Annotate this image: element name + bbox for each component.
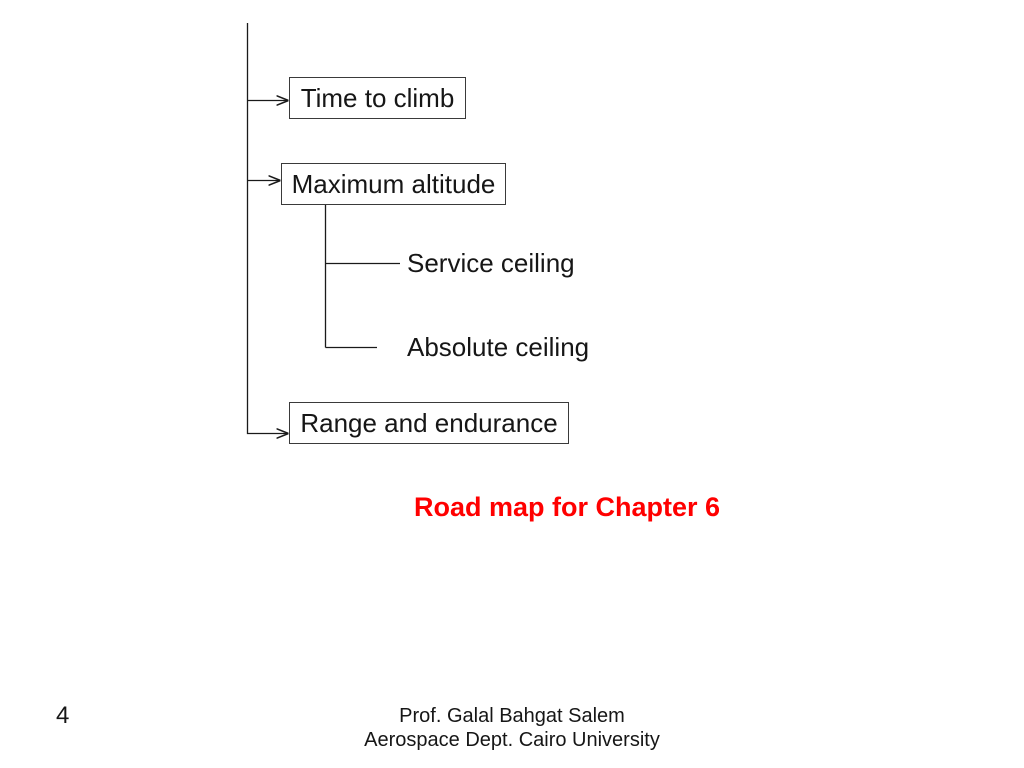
- time-to-climb-label: Time to climb: [300, 82, 455, 113]
- footer-credit: Prof. Galal Bahgat Salem Aerospace Dept.…: [0, 704, 1024, 752]
- footer-author: Prof. Galal Bahgat Salem: [399, 705, 625, 727]
- main-branch-line: [246, 23, 289, 434]
- range-and-endurance-box: Range and endurance: [289, 402, 569, 444]
- service-ceiling-label: Service ceiling: [407, 248, 575, 278]
- absolute-ceiling-label: Absolute ceiling: [407, 332, 590, 362]
- range-and-endurance-label: Range and endurance: [300, 407, 558, 438]
- footer-department: Aerospace Dept. Cairo University: [364, 729, 660, 751]
- roadmap-caption: Road map for Chapter 6: [414, 492, 721, 522]
- time-to-climb-box: Time to climb: [289, 77, 466, 119]
- maximum-altitude-label: Maximum altitude: [291, 168, 496, 199]
- maximum-altitude-box: Maximum altitude: [281, 163, 506, 205]
- page-number: 4: [56, 702, 70, 729]
